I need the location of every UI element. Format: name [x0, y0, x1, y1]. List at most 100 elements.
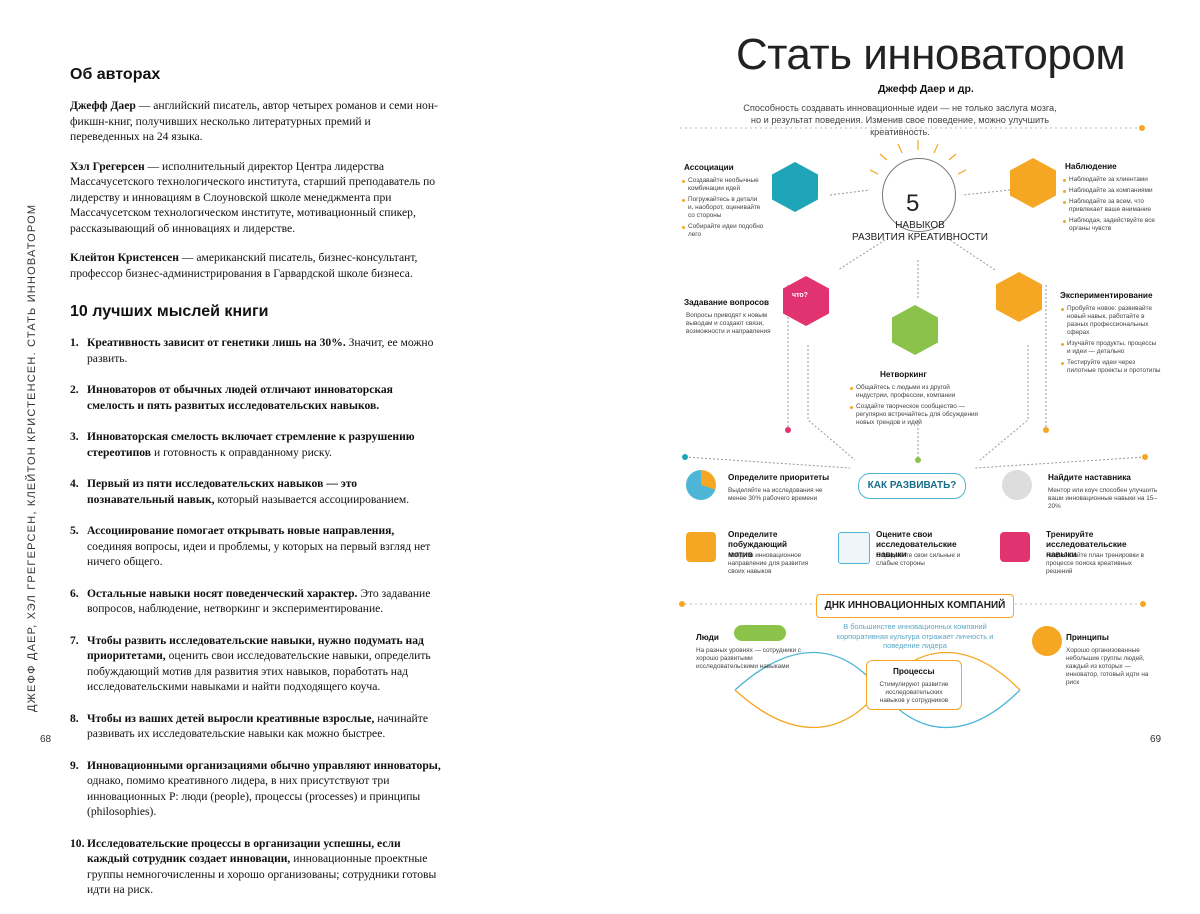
idea-bold: Остальные навыки носят поведенческий хар… — [87, 586, 358, 600]
infographic-title: Стать инноватором — [736, 30, 1126, 79]
association-label: Ассоциации — [684, 163, 734, 172]
idea-number: 9. — [70, 758, 79, 772]
observation-item: Наблюдайте за клиентами — [1063, 176, 1163, 184]
idea-number: 10. — [70, 836, 85, 850]
observation-item: Наблюдайте за компаниями — [1063, 187, 1163, 195]
idea-number: 8. — [70, 711, 79, 725]
author-bio: — английский писатель, автор четырех ром… — [70, 99, 438, 143]
mentor-icon — [1002, 470, 1032, 500]
idea-rest: Значит, ее можно развить. — [87, 336, 434, 365]
how-to-develop-button: КАК РАЗВИВАТЬ? — [858, 473, 966, 499]
experiment-item: Тестируйте идеи через пилотные проекты и… — [1061, 359, 1161, 375]
idea-item: 2. Инноваторов от обычных людей отличают … — [70, 382, 442, 413]
motive-text: Найдите инновационное направление для ра… — [728, 552, 809, 575]
idea-number: 6. — [70, 586, 79, 600]
observation-list: Наблюдайте за клиентами Наблюдайте за ко… — [1063, 176, 1163, 236]
author-name: Джефф Даер — [70, 99, 136, 112]
process-label: Процессы — [893, 667, 935, 676]
idea-bold: Инноваторов от обычных людей отличают ин… — [87, 383, 393, 412]
idea-bold: Чтобы развить исследовательские навыки, … — [87, 633, 424, 663]
priorities-text: Выделяйте на исследования не менее 30% р… — [728, 487, 823, 502]
process-text: Стимулируют развитие исследовательских н… — [879, 681, 949, 704]
networking-label: Нетворкинг — [880, 370, 927, 379]
left-page: Об авторах Джефф Даер — английский писат… — [70, 66, 442, 914]
divider-dot — [1139, 125, 1145, 131]
idea-item: 1. Креативность зависит от генетики лишь … — [70, 335, 442, 366]
principles-text: Хорошо организованные небольшие группы л… — [1066, 647, 1149, 686]
association-list: Создавайте необычные комбинации идей Пог… — [682, 177, 764, 242]
idea-rest: начинайте развивать их исследовательские… — [87, 711, 428, 741]
people-label: Люди — [696, 633, 719, 642]
author-name: Хэл Грегерсен — [70, 159, 145, 173]
association-item: Погружайтесь в детали и, наоборот, оцени… — [682, 196, 764, 220]
experiment-item: Изучайте продукты, процессы и идеи — дет… — [1061, 340, 1161, 356]
brain-icon — [882, 158, 956, 232]
page-number-right: 69 — [1150, 734, 1162, 745]
experiment-label: Экспериментирование — [1060, 291, 1153, 300]
networking-item: Общайтесь с людьми из другой индустрии, … — [850, 384, 980, 400]
experiment-list: Пробуйте новое: развивайте новый навык, … — [1061, 305, 1161, 378]
observation-item: Наблюдая, задействуйте все органы чувств — [1063, 217, 1163, 233]
priorities-pie-icon — [686, 470, 716, 500]
networking-item: Создайте творческое сообщество — регуляр… — [850, 403, 980, 427]
idea-item: 5. Ассоциирование помогает открывать новы… — [70, 523, 442, 570]
author-paragraph: Клейтон Кристенсен — американский писате… — [70, 250, 442, 281]
connector-dots — [682, 427, 1148, 463]
idea-item: 7. Чтобы развить исследовательские навыки… — [70, 633, 442, 695]
author-name: Клейтон Кристенсен — [70, 251, 179, 264]
author-bio: — американский писатель, бизнес-консульт… — [70, 251, 418, 280]
assess-text: Определите свои сильные и слабые стороны — [876, 552, 961, 567]
idea-rest: который называется ассоциированием. — [214, 492, 410, 506]
author-paragraph: Хэл Грегерсен — исполнительный директор … — [70, 159, 442, 237]
page-number-left: 68 — [40, 734, 52, 745]
idea-bold: Креативность зависит от генетики лишь на… — [87, 336, 346, 349]
priorities-label: Определите приоритеты — [728, 473, 830, 482]
people-figure-icon — [734, 625, 786, 641]
idea-rest: и готовность к оправданному риску. — [151, 445, 332, 459]
questions-text: Вопросы приводят к новым выводам и созда… — [686, 312, 771, 335]
author-bio: — исполнительный директор Центра лидерст… — [70, 159, 436, 235]
train-puzzle-icon — [1000, 532, 1030, 562]
dna-subtitle: В большинстве инновационных компаний кор… — [836, 622, 994, 650]
idea-bold: Ассоциирование помогает открывать новые … — [87, 524, 395, 537]
idea-bold: Инноваторская смелость включает стремлен… — [87, 430, 415, 459]
association-item: Собирайте идеи подобно лего — [682, 223, 764, 239]
idea-number: 1. — [70, 336, 79, 349]
questions-label: Задавание вопросов — [684, 298, 770, 307]
skills-caption: НАВЫКОВ РАЗВИТИЯ КРЕАТИВНОСТИ — [852, 220, 988, 243]
idea-item: 8. Чтобы из ваших детей выросли креативны… — [70, 711, 442, 742]
networking-list: Общайтесь с людьми из другой индустрии, … — [850, 384, 980, 430]
idea-number: 5. — [70, 524, 79, 537]
infographic-intro: Способность создавать инновационные идеи… — [743, 103, 1057, 137]
question-bubble: что? — [792, 292, 808, 299]
idea-item: 6. Остальные навыки носят поведенческий х… — [70, 586, 442, 617]
checklist-icon — [838, 532, 870, 564]
idea-rest: Это задавание вопросов, наблюдение, нетв… — [87, 586, 431, 616]
association-icon — [772, 162, 818, 212]
process-box: Процессы Стимулируют развитие исследоват… — [866, 660, 962, 710]
questions-icon: что? — [783, 276, 829, 326]
idea-item: 10.Исследовательские процессы в организа… — [70, 836, 442, 898]
mentor-text: Ментор или коуч способен улучшить ваши и… — [1048, 487, 1158, 510]
train-label: Тренируйте исследовательские навыки — [1046, 530, 1127, 559]
idea-bold: Первый из пяти исследовательских навыков… — [87, 477, 358, 506]
association-item: Создавайте необычные комбинации идей — [682, 177, 764, 193]
idea-number: 2. — [70, 383, 79, 396]
observation-item: Наблюдайте за всем, что привлекает ваше … — [1063, 198, 1163, 214]
mentor-label: Найдите наставника — [1048, 473, 1131, 482]
brain-rays — [869, 140, 967, 175]
idea-rest: соединяя вопросы, идеи и проблемы, у кот… — [87, 539, 431, 569]
assess-label: Оцените свои исследовательские навыки — [876, 530, 957, 559]
right-page-infographic: Стать инноватором Джефф Даер и др. Спосо… — [600, 0, 1200, 781]
motive-label: Определите побуждающий мотив — [728, 530, 788, 559]
experiment-item: Пробуйте новое: развивайте новый навык, … — [1061, 305, 1161, 337]
idea-item: 9.Инновационными организациями обычно уп… — [70, 758, 442, 820]
idea-bold: Чтобы из ваших детей выросли креативные … — [87, 711, 375, 725]
about-heading: Об авторах — [70, 66, 161, 83]
motive-gears-icon — [686, 532, 716, 562]
people-text: На разных уровнях — сотрудники с хорошо … — [696, 647, 801, 670]
principles-label: Принципы — [1066, 633, 1109, 642]
vertical-book-title: ДЖЕФФ ДАЕР, ХЭЛ ГРЕГЕРСЕН, КЛЕЙТОН КРИСТ… — [26, 203, 38, 712]
idea-number: 3. — [70, 430, 79, 443]
idea-number: 7. — [70, 633, 79, 647]
